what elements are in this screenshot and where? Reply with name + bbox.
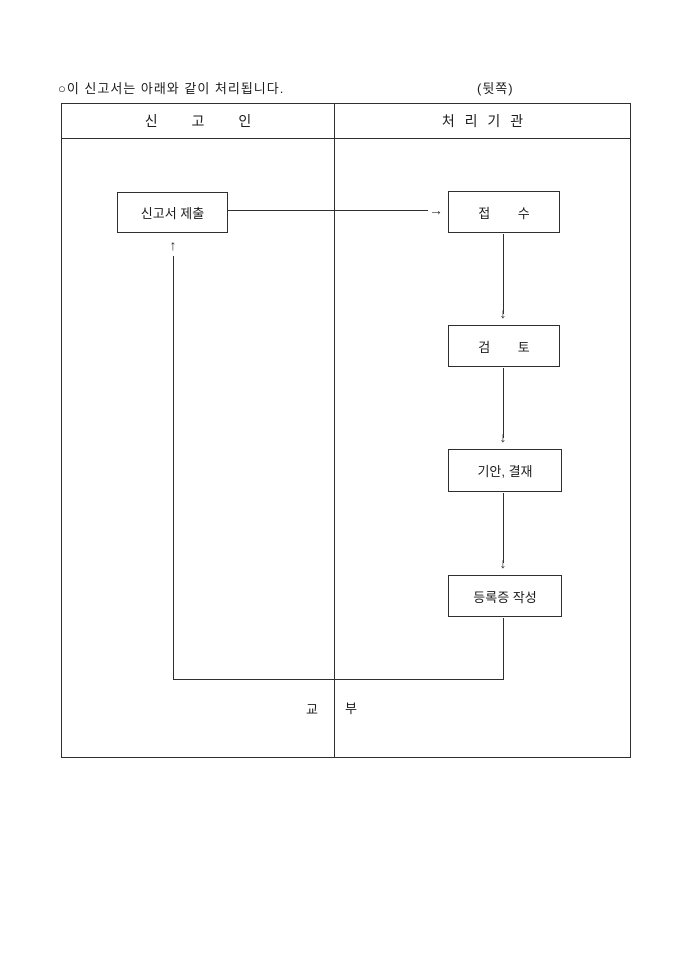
page-side-label: (뒷쪽) [477, 81, 514, 96]
connector-certificate-down [503, 618, 504, 680]
arrow-down-icon: ↓ [499, 555, 507, 571]
flow-box-draft-approval: 기안, 결재 [448, 449, 562, 492]
flow-box-submit-report: 신고서 제출 [117, 192, 228, 233]
connector-draft-to-certificate [503, 493, 504, 563]
column-divider [334, 104, 335, 757]
column-header-agency: 처 리 기 관 [441, 113, 527, 129]
header-separator [62, 138, 630, 139]
connector-review-to-draft [503, 368, 504, 438]
column-header-applicant: 신 고 인 [144, 113, 267, 129]
connector-submit-to-receipt [228, 210, 428, 211]
connector-receipt-to-review [503, 234, 504, 314]
flow-box-review: 검 토 [448, 325, 560, 367]
flow-box-certificate-preparation: 등록증 작성 [448, 575, 562, 617]
issuance-label-left: 교 [306, 702, 318, 717]
connector-return-to-applicant [173, 256, 174, 680]
arrow-down-icon: ↓ [499, 305, 507, 321]
connector-return-horizontal [173, 679, 504, 680]
process-table: 신 고 인 처 리 기 관 [61, 103, 631, 758]
arrow-right-icon: → [429, 202, 443, 218]
issuance-label-right: 부 [345, 701, 357, 716]
arrow-down-icon: ↓ [499, 429, 507, 445]
processing-note: ○이 신고서는 아래와 같이 처리됩니다. [58, 81, 285, 96]
flow-box-receipt: 접 수 [448, 191, 560, 233]
arrow-up-icon: ↑ [169, 237, 177, 253]
